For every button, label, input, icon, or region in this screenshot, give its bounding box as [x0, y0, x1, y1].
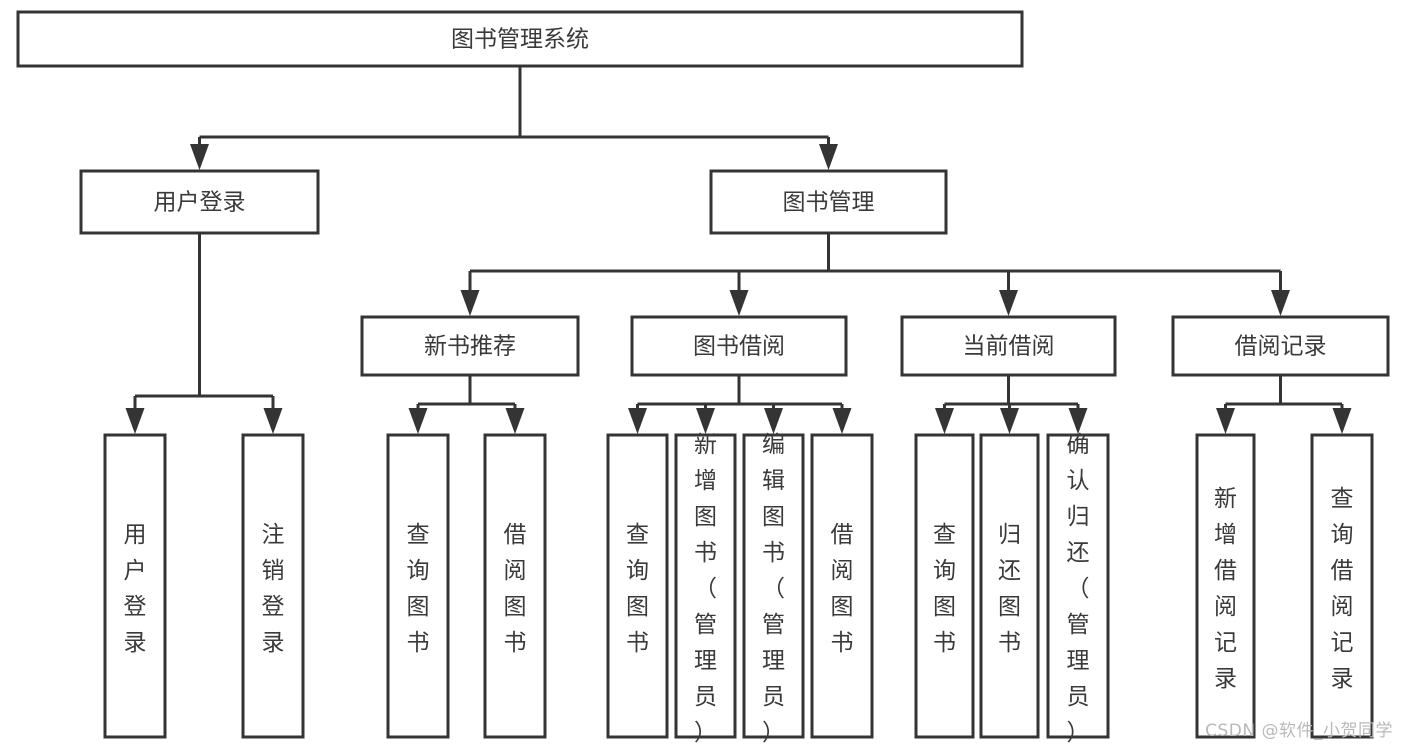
node-label: 当前借阅 — [963, 334, 1055, 360]
node-box — [709, 169, 948, 235]
node-label: 新书推荐 — [424, 334, 516, 360]
node-leaf-bw-borrow[interactable]: 借阅图书 — [810, 433, 874, 739]
node-box — [1195, 433, 1256, 739]
node-box — [79, 169, 320, 235]
node-leaf-user-logout[interactable]: 注销登录 — [241, 433, 305, 739]
node-box — [1046, 433, 1110, 739]
node-label: 新增借阅记录 — [1214, 486, 1237, 692]
node-label: 编辑图书（管理员） — [762, 432, 785, 746]
node-l3-borrow[interactable]: 图书借阅 — [630, 315, 848, 377]
node-box — [742, 433, 805, 739]
node-label: 图书管理 — [783, 190, 875, 216]
node-box — [16, 10, 1024, 68]
connector-l3_new_book — [408, 375, 525, 434]
node-leaf-rec-query[interactable]: 查询借阅记录 — [1310, 433, 1374, 739]
node-label: 确认归还（管理员） — [1067, 432, 1090, 746]
node-leaf-bw-edit[interactable]: 编辑图书（管理员） — [742, 432, 805, 746]
node-label: 用户登录 — [154, 190, 246, 216]
connector-l3_current — [935, 375, 1088, 434]
node-box — [674, 433, 737, 739]
connector-l3_record — [1216, 375, 1352, 434]
node-l2-book-mgmt[interactable]: 图书管理 — [709, 169, 948, 235]
node-box — [606, 433, 669, 739]
node-label: 借阅图书 — [831, 522, 854, 656]
connector-l2_user_login — [125, 233, 283, 434]
node-l3-new-book[interactable]: 新书推荐 — [360, 315, 580, 377]
connector-root — [190, 66, 838, 170]
node-leaf-rec-add[interactable]: 新增借阅记录 — [1195, 433, 1256, 739]
node-box — [103, 433, 167, 739]
connector-l2_book_mgmt — [460, 233, 1290, 316]
node-leaf-user-login[interactable]: 用户登录 — [103, 433, 167, 739]
node-label: 归还图书 — [998, 522, 1021, 656]
node-box — [914, 433, 975, 739]
node-box — [1310, 433, 1374, 739]
node-label: 查询图书 — [407, 522, 430, 656]
node-layer: 图书管理系统用户登录图书管理新书推荐图书借阅当前借阅借阅记录用户登录注销登录查询… — [16, 10, 1390, 746]
node-label: 图书借阅 — [693, 334, 785, 360]
node-leaf-nb-borrow[interactable]: 借阅图书 — [483, 433, 547, 739]
node-box — [386, 433, 450, 739]
node-label: 图书管理系统 — [451, 27, 589, 53]
node-label: 新增图书（管理员） — [694, 432, 717, 746]
node-label: 查询图书 — [933, 522, 956, 656]
node-label: 查询图书 — [626, 522, 649, 656]
node-l3-record[interactable]: 借阅记录 — [1171, 315, 1390, 377]
connector-layer — [125, 66, 1352, 434]
node-leaf-nb-query[interactable]: 查询图书 — [386, 433, 450, 739]
node-leaf-cur-return[interactable]: 归还图书 — [979, 433, 1040, 739]
node-box — [979, 433, 1040, 739]
node-label: 借阅图书 — [504, 522, 527, 656]
connector-l3_borrow — [628, 375, 852, 434]
node-label: 用户登录 — [124, 522, 147, 656]
node-root[interactable]: 图书管理系统 — [16, 10, 1024, 68]
node-label: 查询借阅记录 — [1331, 486, 1354, 692]
node-leaf-cur-confirm[interactable]: 确认归还（管理员） — [1046, 432, 1110, 746]
node-box — [360, 315, 580, 377]
node-l3-current[interactable]: 当前借阅 — [900, 315, 1117, 377]
node-box — [630, 315, 848, 377]
node-leaf-cur-query[interactable]: 查询图书 — [914, 433, 975, 739]
node-box — [241, 433, 305, 739]
node-leaf-bw-add[interactable]: 新增图书（管理员） — [674, 432, 737, 746]
node-box — [483, 433, 547, 739]
node-box — [810, 433, 874, 739]
node-l2-user-login[interactable]: 用户登录 — [79, 169, 320, 235]
node-leaf-bw-query[interactable]: 查询图书 — [606, 433, 669, 739]
node-label: 注销登录 — [262, 522, 285, 656]
node-label: 借阅记录 — [1235, 334, 1327, 360]
node-box — [900, 315, 1117, 377]
node-box — [1171, 315, 1390, 377]
